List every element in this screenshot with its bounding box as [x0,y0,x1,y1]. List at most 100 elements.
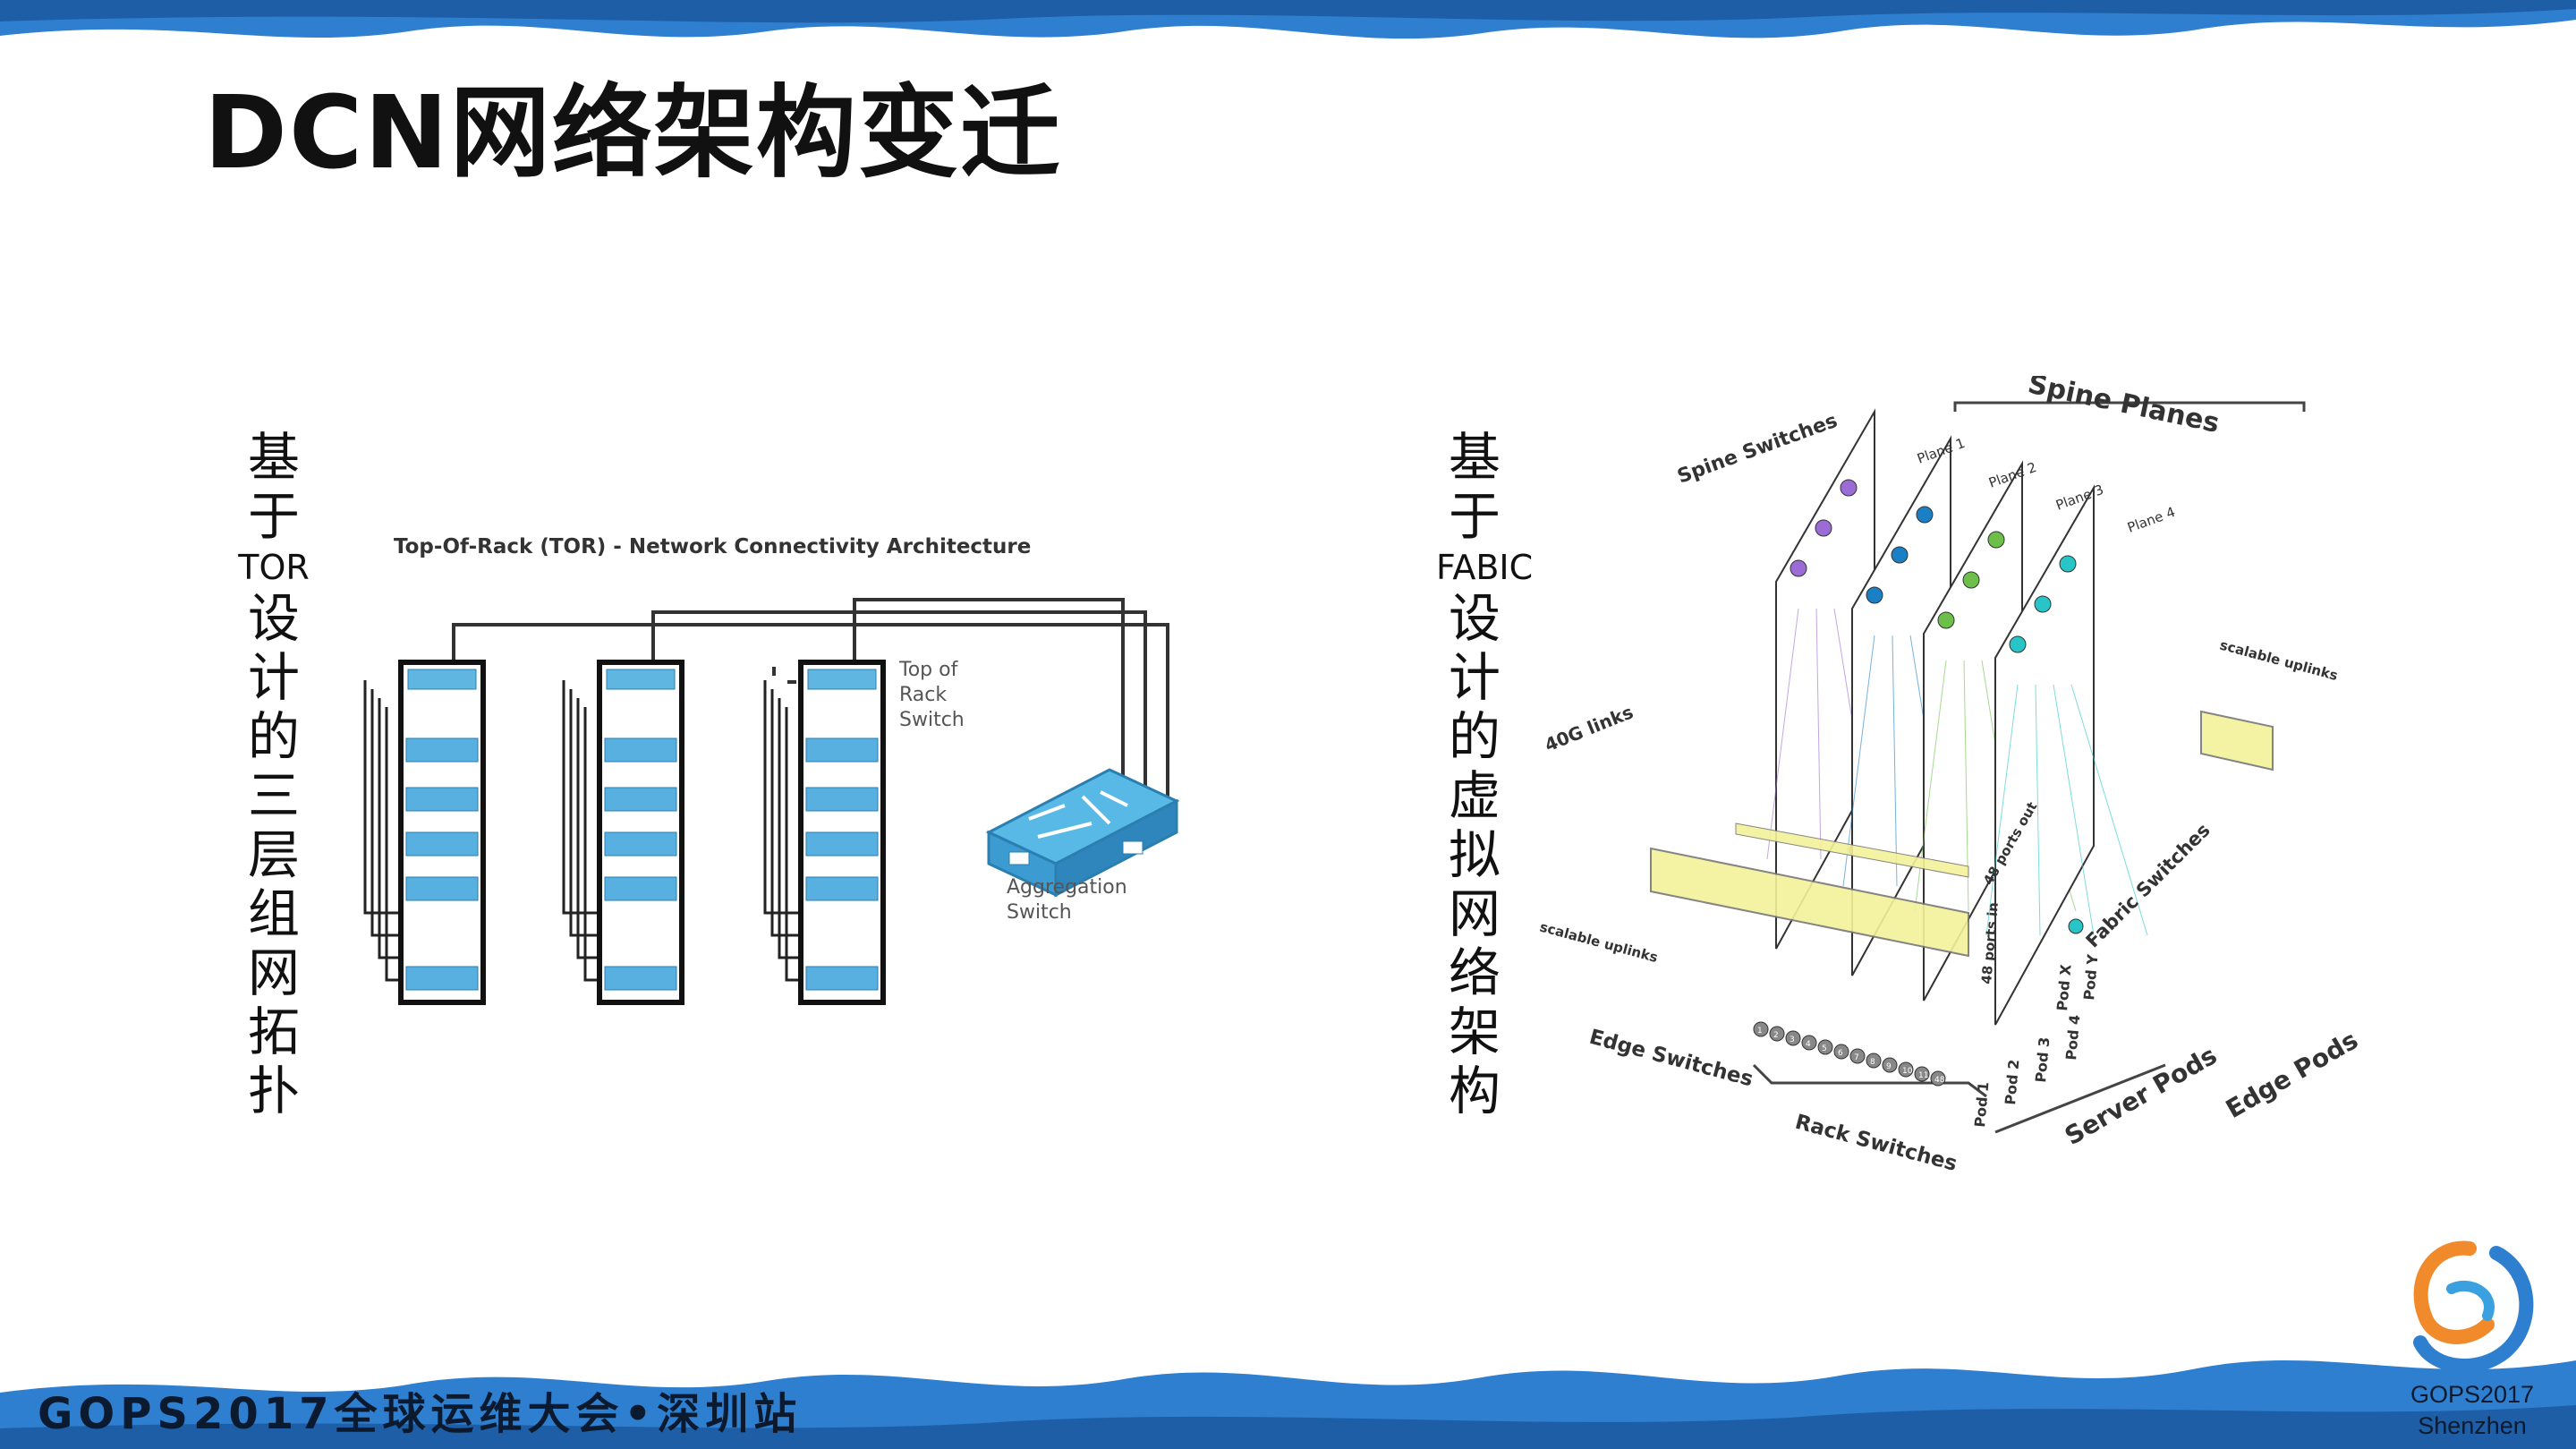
fabric-switches-label: Fabric Switches [2082,819,2215,951]
gops-logo-icon [2413,1240,2534,1373]
scalable-uplinks-left: scalable uplinks [1538,918,1660,966]
spine-switch-node [2009,635,2027,653]
rack-switch-node [1817,1039,1833,1055]
pod-label: Pod 1 [1971,1081,1992,1128]
rack-switch-node [1849,1048,1866,1064]
server-icon [405,737,479,763]
rack-switch-node [1769,1026,1785,1042]
fabric-diagram: Spine Planes Spine Switches Plane 1 Plan… [1538,376,2362,1176]
rack-switch-number: 11 [1918,1071,1928,1080]
rack-switch-node [1833,1044,1849,1060]
rack-2 [562,660,684,1005]
server-icon [604,966,677,991]
left-caption-char: 拓 [247,1002,300,1062]
server-icon [405,787,479,812]
left-caption-char: 组 [247,883,300,944]
plane-4-label: Plane 4 [2125,504,2177,536]
rack-switch-number: 10 [1902,1067,1913,1076]
left-caption-char: 设 [247,588,300,649]
rack-switch-number: 6 [1838,1049,1843,1058]
server-icon [405,966,479,991]
rack-switch-number: 4 [1806,1040,1811,1049]
rack-switch-node [1866,1053,1882,1069]
spine-switch-node [2034,595,2052,613]
tor-label-line3: Switch [899,709,965,731]
rack-switch-number: 3 [1790,1036,1795,1044]
rack-switch-number: 2 [1773,1031,1779,1040]
right-caption-char: 构 [1448,1061,1501,1121]
server-icon [405,831,479,857]
spine-switches-label: Spine Switches [1675,410,1841,489]
pod-label: Pod 3 [2032,1036,2053,1083]
right-caption-char: 拟 [1448,824,1501,885]
spine-planes-label: Spine Planes [2025,376,2222,439]
right-caption-char: 的 [1448,706,1501,767]
footer-event-name: GOPS2017全球运维大会•深圳站 [38,1389,803,1439]
rack-1 [363,660,486,1005]
tor-diagram: Top-Of-Rack (TOR) - Network Connectivity… [363,535,1180,1005]
spine-switch-node [1815,519,1832,537]
spine-switch-node [1987,531,2005,549]
pod-label: Pod X [2053,963,2075,1011]
plane-3-label: Plane 3 [2053,482,2105,514]
right-caption-char: 虚 [1448,765,1501,826]
rack-switch-number: 5 [1822,1044,1827,1053]
server-icon [805,737,879,763]
logo-text-line1: GOPS2017 [2410,1381,2535,1408]
rack-switches-label: Rack Switches [1792,1111,1960,1176]
tor-switch-icon [606,669,676,690]
rack-switch-node [1882,1057,1898,1073]
right-caption-char: 基 [1448,427,1501,488]
rack-group [363,660,886,1005]
server-icon [805,787,879,812]
right-caption-char: 于 [1448,486,1501,547]
edge-switch-strip-left [1650,847,1969,958]
slide-title: DCN网络架构变迁 [204,75,1062,192]
rack-3 [763,660,886,1005]
left-caption-char: 层 [247,824,300,885]
pod-label: Pod 4 [2062,1014,2083,1061]
rack-switch-node [1753,1021,1769,1037]
left-caption-char: 的 [247,706,300,767]
left-caption-char: 基 [247,427,300,488]
left-caption-char: 扑 [247,1061,300,1121]
edge-switches-label: Edge Switches [1586,1026,1756,1092]
right-caption-char: 架 [1448,1002,1501,1062]
left-caption-char: 三 [247,765,300,826]
uplink-wires [452,598,1169,837]
right-caption: 基 于 FABIC 设 计 的 虚 拟 网 络 架 构 [1436,427,1533,1121]
server-icon [405,876,479,901]
agg-label-line1: Aggregation [1007,876,1127,899]
agg-label-line2: Switch [1007,901,1072,924]
rack-switch-number: 9 [1886,1062,1892,1071]
rack-switch-node [1801,1035,1817,1051]
edge-switch-strip-mid [1735,823,1969,878]
rack-switch-number: 8 [1870,1058,1875,1067]
tor-label-line2: Rack [899,684,947,706]
right-caption-char: 网 [1448,883,1501,944]
links-40g-label: 40G links [1542,701,1637,755]
fabric-switch-node [2068,918,2084,934]
server-icon [805,831,879,857]
spine-switch-node [1962,571,1980,589]
tor-diagram-title: Top-Of-Rack (TOR) - Network Connectivity… [394,535,1031,558]
server-icon [604,831,677,857]
server-pods-label: Server Pods [2060,1040,2222,1151]
spine-switch-node [1891,546,1909,564]
right-caption-char: 络 [1448,942,1501,1003]
spine-plane-4 [1985,484,2148,1026]
aggregation-switch-icon [985,768,1180,898]
spine-switch-node [1866,586,1883,604]
server-icon [805,876,879,901]
left-caption-latin: TOR [238,548,310,587]
spine-switch-node [1916,506,1934,524]
scalable-uplinks-right: scalable uplinks [2218,636,2340,684]
spine-planes-group [1766,408,2148,1026]
tor-switch-icon [807,669,877,690]
left-caption-char: 于 [247,486,300,547]
spine-switch-node [1790,559,1807,577]
server-icon [604,737,677,763]
pod-label: Pod Y [2080,953,2101,1001]
